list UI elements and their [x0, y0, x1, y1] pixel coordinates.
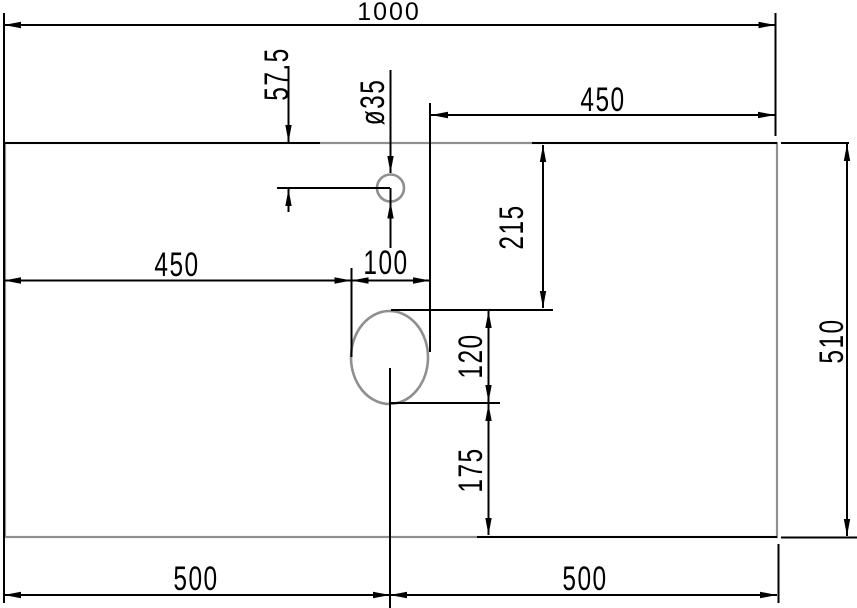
dim-drain-to-bottom-label: 175	[452, 447, 490, 492]
dim-drain-to-bottom: 175	[452, 404, 492, 535]
dim-left-edge-to-drain: 450	[4, 246, 352, 284]
dim-overall-height-label: 510	[813, 318, 851, 363]
dim-overall-width-label: 1000	[357, 0, 421, 26]
dim-faucet-diameter-label: ø35	[354, 79, 392, 125]
dim-bottom-right-half: 500	[390, 560, 777, 599]
dim-drain-width: 100	[351, 244, 430, 284]
dim-right-edge-to-drain: 450	[431, 81, 775, 119]
dim-drain-height-label: 120	[452, 333, 490, 378]
dim-drain-from-top-label: 215	[493, 204, 531, 249]
dim-bottom-left-half: 500	[4, 560, 390, 599]
dim-right-edge-to-drain-label: 450	[580, 81, 625, 119]
dim-faucet-from-top: 57.5	[258, 47, 390, 212]
dim-bottom-left-half-label: 500	[173, 560, 218, 598]
dim-drain-from-top: 215	[493, 145, 547, 308]
dim-drain-height: 120	[452, 311, 492, 402]
dim-faucet-from-top-label: 57.5	[258, 47, 296, 100]
dim-left-edge-to-drain-label: 450	[154, 246, 199, 284]
dim-overall-width: 1000	[4, 0, 776, 29]
dim-overall-height: 510	[813, 144, 851, 536]
dim-bottom-right-half-label: 500	[562, 560, 607, 598]
dim-faucet-diameter: ø35	[354, 70, 394, 248]
dim-drain-width-label: 100	[363, 244, 408, 282]
extension-lines	[3, 13, 857, 608]
